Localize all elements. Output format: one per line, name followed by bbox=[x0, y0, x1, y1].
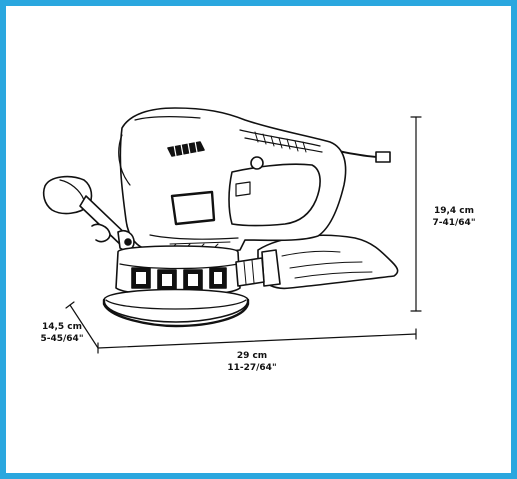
depth-dimension-line bbox=[65, 301, 99, 349]
side-handle bbox=[42, 175, 135, 251]
sanding-pad bbox=[102, 288, 250, 328]
depth-imperial: 5-45/64" bbox=[40, 334, 84, 344]
sander-body bbox=[118, 107, 347, 253]
height-label: 19,4 cm 7-41/64" bbox=[424, 205, 484, 229]
height-metric: 19,4 cm bbox=[433, 206, 475, 216]
dust-bag bbox=[257, 234, 399, 290]
width-imperial: 11-27/64" bbox=[227, 363, 277, 373]
width-label: 29 cm 11-27/64" bbox=[217, 350, 287, 374]
height-imperial: 7-41/64" bbox=[432, 218, 476, 228]
width-metric: 29 cm bbox=[236, 351, 268, 361]
base-housing bbox=[115, 245, 265, 297]
height-dimension-line bbox=[410, 116, 422, 312]
depth-metric: 14,5 cm bbox=[41, 322, 83, 332]
depth-label: 14,5 cm 5-45/64" bbox=[32, 321, 92, 345]
